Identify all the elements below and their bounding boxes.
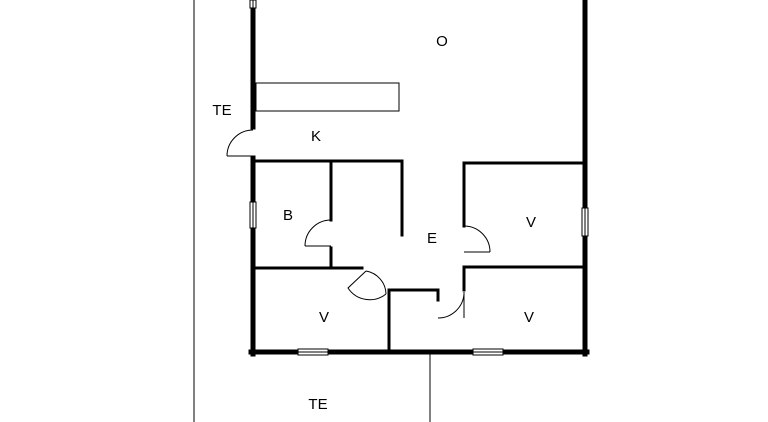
room-label-hall: E (427, 230, 437, 247)
room-label-kitchen: K (311, 128, 321, 145)
terrace-label-side: TE (212, 102, 231, 119)
room-label-bedroom-right-lower: V (524, 309, 534, 326)
bedroom-lower-left-door-swing-2 (347, 270, 387, 301)
bedroom-lower-left-door-swing (365, 270, 387, 295)
kitchen-counter (255, 82, 400, 112)
windows (249, 0, 589, 356)
interior-walls (251, 159, 587, 354)
doors (226, 129, 491, 319)
room-label-bedroom-right-upper: V (526, 214, 536, 231)
room-labels: O K B E V V V TE TE (212, 33, 536, 413)
bedroom-lower-right-door-swing (437, 293, 465, 319)
bath-door-swing (304, 219, 332, 247)
terrace-lines (193, 0, 431, 422)
room-label-bath: B (283, 207, 293, 224)
entry-door-swing (226, 129, 254, 157)
room-label-bedroom-left-lower: V (319, 309, 329, 326)
terrace-label-bottom: TE (308, 396, 327, 413)
room-label-living: O (436, 33, 448, 50)
bedroom-upper-door-swing (463, 225, 491, 253)
